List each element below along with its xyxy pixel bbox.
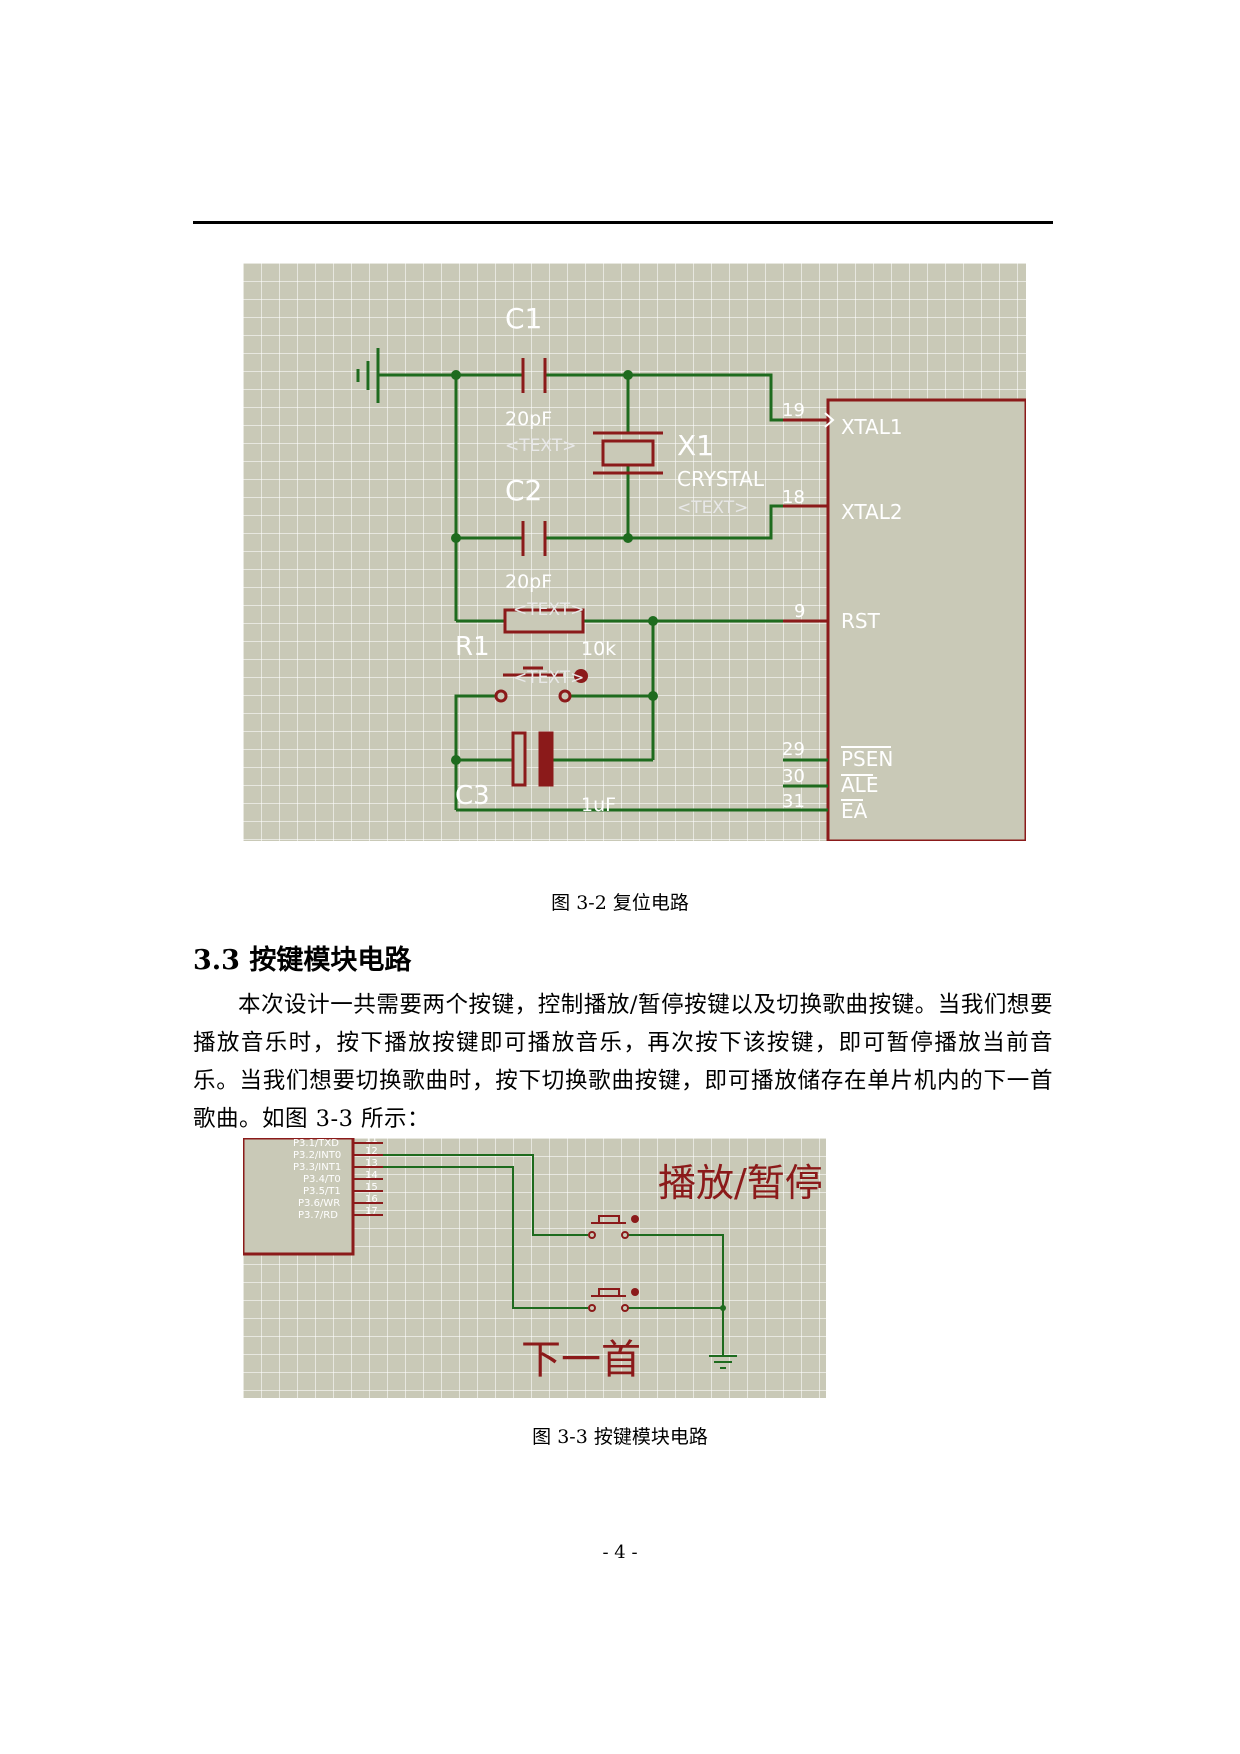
x1-label: X1 xyxy=(677,429,714,462)
x1-type: CRYSTAL xyxy=(677,467,765,491)
push-button-play xyxy=(588,1215,629,1239)
pin-label-p32: P3.2/INT0 xyxy=(293,1150,341,1161)
c1-value: 20pF xyxy=(505,408,552,430)
xtal2-label: XTAL2 xyxy=(841,500,903,524)
page-number: - 4 - xyxy=(602,1542,638,1563)
chip-pin-stubs xyxy=(353,1142,383,1216)
c2-label: C2 xyxy=(505,474,542,507)
figure2-caption: 图 3-3 按键模块电路 xyxy=(532,1426,708,1448)
mcu-chip xyxy=(826,398,1026,841)
play-pause-label: 播放/暂停 xyxy=(658,1161,823,1205)
mcu-chip-portion xyxy=(243,1138,355,1256)
ground-icon xyxy=(356,348,380,403)
pin-29: 29 xyxy=(782,739,805,760)
pin-label-p36: P3.6/WR xyxy=(298,1198,340,1209)
pin-num-11: 11 xyxy=(365,1138,378,1145)
switch-text: <TEXT> xyxy=(513,668,584,688)
c3-label: C3 xyxy=(455,781,490,811)
pin-label-p35: P3.5/T1 xyxy=(303,1186,341,1197)
pin-num-12: 12 xyxy=(365,1146,378,1157)
pin-num-17: 17 xyxy=(365,1206,378,1217)
section-paragraph: 本次设计一共需要两个按键，控制播放/暂停按键以及切换歌曲按键。当我们想要播放音乐… xyxy=(193,992,1053,1132)
pin-9: 9 xyxy=(794,601,805,622)
pin-label-p33: P3.3/INT1 xyxy=(293,1162,341,1173)
junction-dots xyxy=(451,370,658,765)
c1-text: <TEXT> xyxy=(505,436,576,456)
figure1-caption: 图 3-2 复位电路 xyxy=(551,892,689,914)
c2-text: <TEXT> xyxy=(513,600,584,620)
rst-label: RST xyxy=(841,609,881,633)
pin-num-13: 13 xyxy=(365,1158,378,1169)
switch-marker-dot xyxy=(574,669,588,683)
xtal1-label: XTAL1 xyxy=(841,415,903,439)
pin-label-p31: P3.1/TXD xyxy=(293,1138,339,1149)
x1-text: <TEXT> xyxy=(677,498,748,518)
reset-circuit-figure: C1 20pF <TEXT> X1 CRYSTAL <TEXT> C2 20pF… xyxy=(243,263,1026,841)
pin-31: 31 xyxy=(782,791,805,812)
pin-18: 18 xyxy=(782,487,805,508)
section-heading: 3.3 按键模块电路 xyxy=(193,945,412,976)
pin-label-p34: P3.4/T0 xyxy=(303,1174,341,1185)
clock-input-icon xyxy=(824,412,835,428)
pin-19: 19 xyxy=(782,400,805,421)
ea-label: EA xyxy=(841,799,868,823)
push-button-next xyxy=(588,1288,629,1312)
junction-dot xyxy=(720,1305,726,1311)
button-circuit-figure: P3.1/TXD P3.2/INT0 P3.3/INT1 P3.4/T0 P3.… xyxy=(243,1138,826,1398)
c1-label: C1 xyxy=(505,302,542,335)
ale-label: ALE xyxy=(841,773,878,797)
overbars xyxy=(841,746,891,801)
header-rule xyxy=(193,221,1053,224)
r1-value: 10k xyxy=(581,638,616,660)
button-wires xyxy=(383,1154,724,1356)
circuit-components xyxy=(494,358,828,787)
next-button-dot xyxy=(631,1288,639,1296)
pin-num-16: 16 xyxy=(365,1194,378,1205)
r1-label: R1 xyxy=(455,632,490,662)
pin-label-p37: P3.7/RD xyxy=(298,1210,338,1221)
psen-label: PSEN xyxy=(841,747,893,771)
ground-icon xyxy=(709,1355,737,1369)
c3-value: 1uF xyxy=(581,794,616,816)
play-button-dot xyxy=(631,1215,639,1223)
circuit-wires xyxy=(378,373,828,812)
c2-value: 20pF xyxy=(505,571,552,593)
pin-num-15: 15 xyxy=(365,1182,378,1193)
next-song-label: 下一首 xyxy=(521,1337,641,1383)
pin-num-14: 14 xyxy=(365,1170,378,1181)
pin-30: 30 xyxy=(782,766,805,787)
